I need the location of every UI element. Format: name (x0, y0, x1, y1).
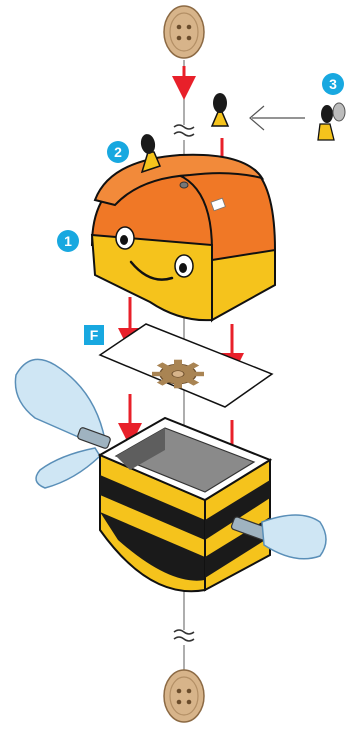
paper-plate-f (100, 324, 272, 407)
wooden-button-icon-top (164, 6, 204, 58)
svg-text:2: 2 (114, 144, 122, 160)
assembly-direction-arrow-icon (250, 106, 305, 130)
bee-head (92, 155, 275, 320)
string-break-mark-top (174, 125, 194, 136)
svg-text:3: 3 (329, 76, 337, 92)
gear-icon (152, 360, 204, 389)
part-label-f: F (84, 325, 104, 345)
svg-text:1: 1 (64, 233, 72, 249)
step-badge-3: 3 (322, 73, 344, 95)
wooden-button-icon-bottom (164, 670, 204, 722)
string-break-mark-bottom (174, 630, 194, 641)
bee-body (100, 418, 270, 591)
step-badge-2: 2 (107, 141, 129, 163)
antenna-step-3 (318, 103, 345, 140)
step-badge-1: 1 (57, 230, 79, 252)
antenna-icon (212, 93, 228, 126)
svg-text:F: F (90, 327, 99, 343)
left-wing (15, 359, 111, 488)
